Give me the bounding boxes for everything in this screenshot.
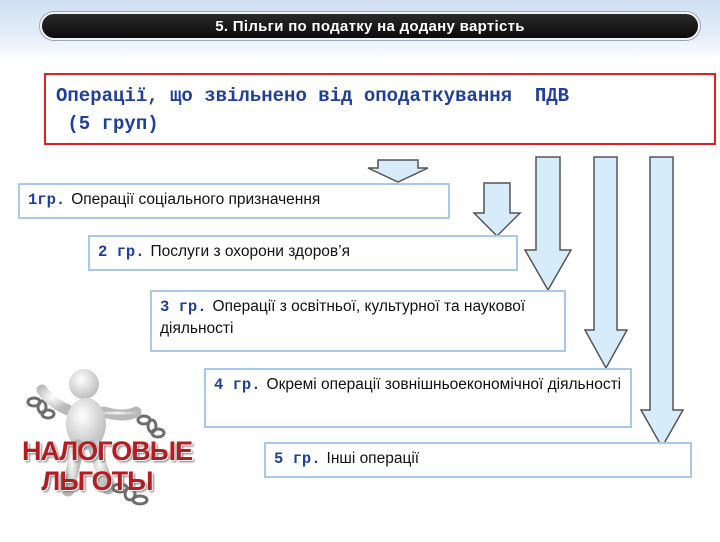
- logo-line-2: ЛЬГОТЫ: [41, 466, 153, 496]
- arrow-to-group-1: [367, 159, 429, 183]
- group-1-number: 1гр.: [28, 191, 66, 209]
- arrow-to-group-4: [583, 156, 629, 370]
- main-heading-box: Операції, що звільнено від оподаткування…: [44, 73, 716, 145]
- arrow-to-group-3: [523, 156, 573, 292]
- group-2-box: 2 гр. Послуги з охорони здоров’я: [88, 235, 518, 271]
- arrow-to-group-2: [472, 182, 522, 238]
- group-4-number: 4 гр.: [214, 376, 261, 394]
- tax-benefits-logo: НАЛОГОВЫЕ ЛЬГОТЫ: [22, 436, 193, 496]
- group-3-box: 3 гр.Операції з освітньої, культурної та…: [150, 290, 566, 352]
- broken-chains-figure: [12, 362, 182, 537]
- group-3-text: Операції з освітньої, культурної та наук…: [160, 298, 526, 337]
- group-1-box: 1гр. Операції соціального призначення: [18, 183, 450, 219]
- group-2-number: 2 гр.: [98, 243, 145, 261]
- group-5-text: Інші операції: [326, 450, 420, 467]
- person-breaking-chains-icon: [26, 369, 166, 506]
- group-5-box: 5 гр. Інші операції: [264, 442, 692, 478]
- logo-line-1: НАЛОГОВЫЕ: [22, 436, 193, 466]
- main-heading: Операції, що звільнено від оподаткування…: [56, 85, 570, 135]
- group-4-box: 4 гр. Окремі операції зовнішньоекономічно…: [204, 368, 632, 428]
- slide-title: 5. Пільги по податку на додану вартість: [215, 17, 525, 35]
- group-3-number: 3 гр.: [160, 298, 207, 316]
- slide-title-bar: 5. Пільги по податку на додану вартість: [40, 12, 700, 40]
- group-1-text: Операції соціального призначення: [71, 191, 321, 208]
- arrow-to-group-5: [639, 156, 685, 449]
- group-4-text: Окремі операції зовнішньоекономічної дія…: [266, 376, 622, 393]
- group-2-text: Послуги з охорони здоров’я: [150, 243, 351, 260]
- group-5-number: 5 гр.: [274, 450, 321, 468]
